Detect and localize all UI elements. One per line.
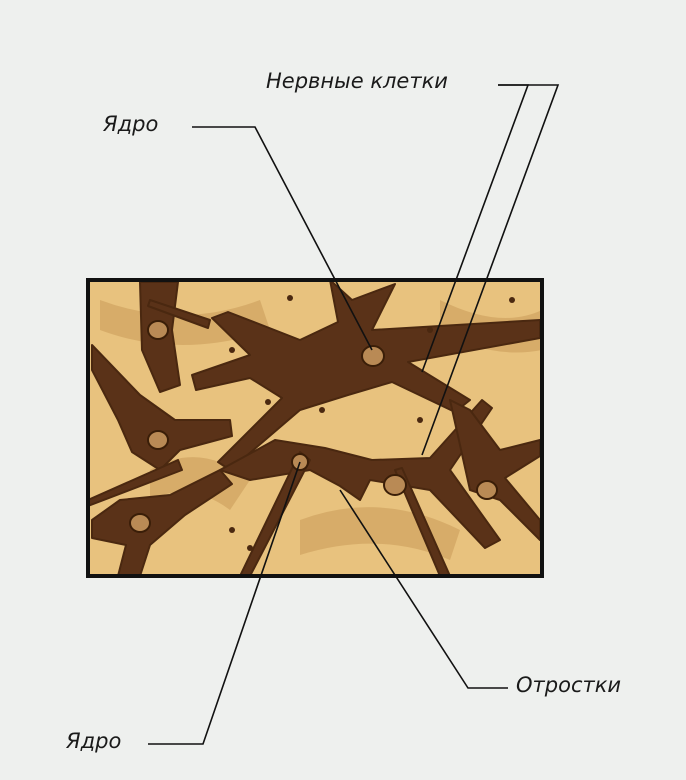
label-nerve-cells: Нервные клетки bbox=[266, 69, 448, 93]
nucleus bbox=[148, 431, 168, 449]
label-nucleus-bottom: Ядро bbox=[65, 729, 121, 753]
label-nucleus-top: Ядро bbox=[102, 112, 158, 136]
label-processes: Отростки bbox=[516, 673, 621, 697]
tissue-specimen bbox=[88, 280, 542, 576]
nucleus bbox=[384, 475, 406, 495]
nucleus bbox=[148, 321, 168, 339]
nucleus bbox=[130, 514, 150, 532]
nucleus bbox=[477, 481, 497, 499]
nucleus bbox=[362, 346, 384, 366]
